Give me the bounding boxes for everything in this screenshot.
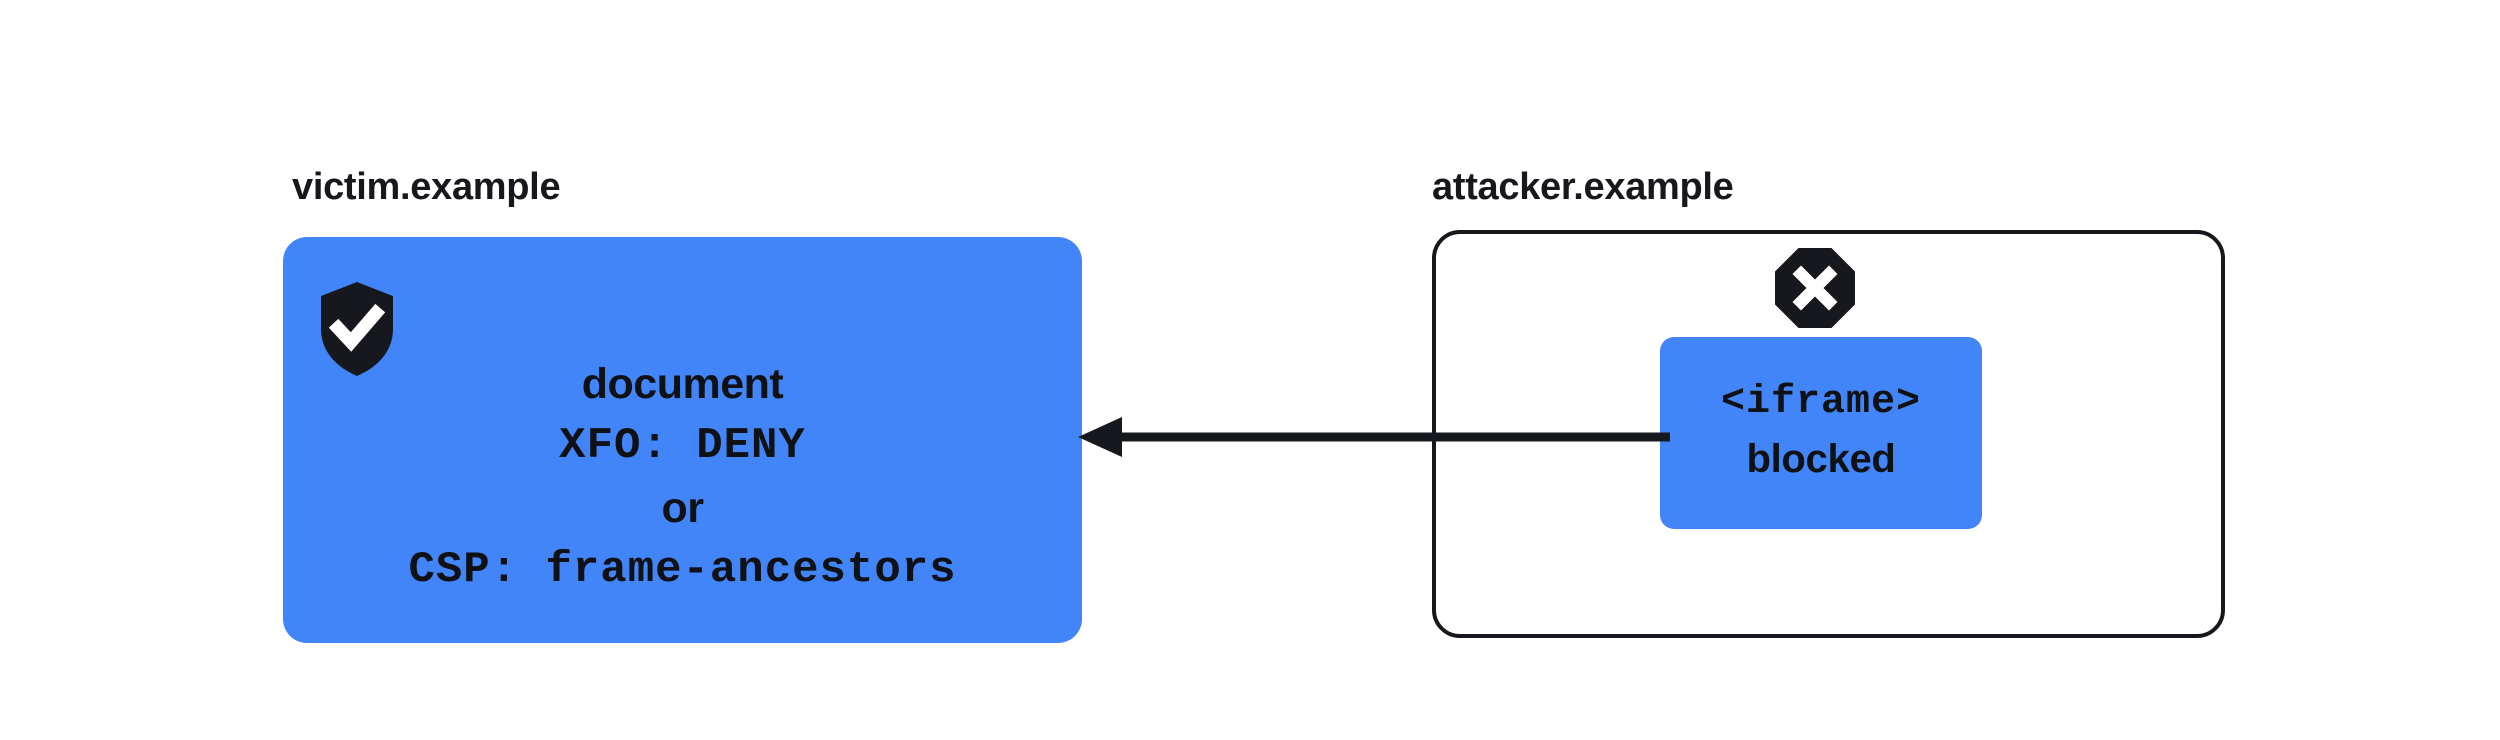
- octagon-x-icon: [1774, 247, 1856, 329]
- victim-line-document: document: [581, 360, 784, 408]
- blocked-iframe-text: <iframe> blocked: [1660, 375, 1982, 487]
- blocked-iframe-box: <iframe> blocked: [1660, 337, 1982, 529]
- victim-line-xfo: XFO: DENY: [559, 421, 806, 471]
- iframe-blocked-label: blocked: [1746, 437, 1896, 481]
- victim-line-csp: CSP: frame-ancestors: [408, 545, 957, 595]
- victim-document-panel: document XFO: DENY or CSP: frame-ancesto…: [283, 237, 1082, 643]
- victim-panel-text: document XFO: DENY or CSP: frame-ancesto…: [283, 353, 1082, 601]
- iframe-tag-label: <iframe>: [1720, 380, 1922, 425]
- blocked-framing-arrow: [1070, 408, 1670, 466]
- attacker-origin-label: attacker.example: [1432, 166, 1734, 208]
- victim-origin-label: victim.example: [292, 166, 561, 208]
- victim-line-or: or: [661, 484, 705, 532]
- shield-check-icon: [318, 281, 396, 377]
